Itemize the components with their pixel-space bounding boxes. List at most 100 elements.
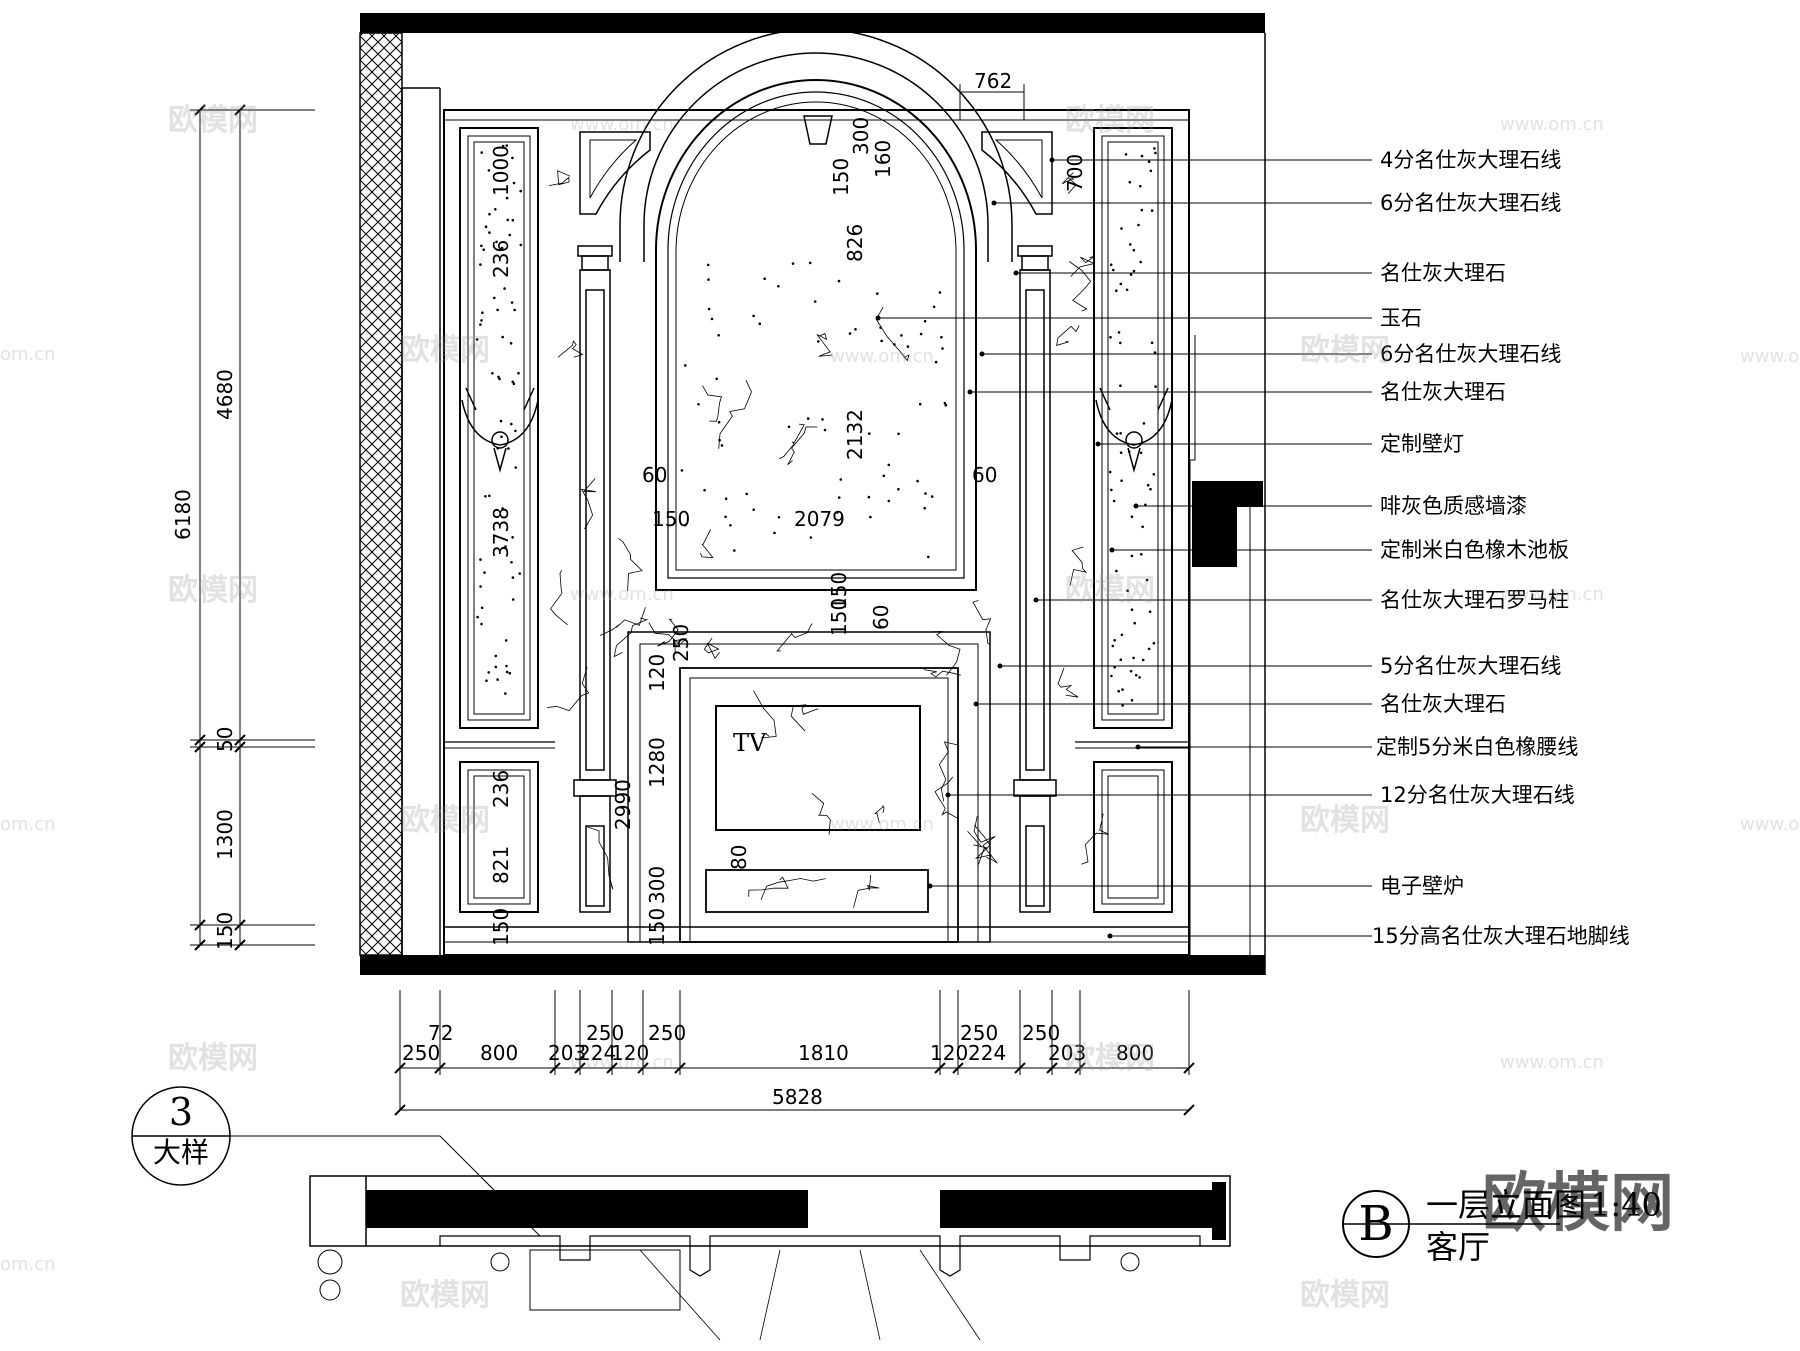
marble-speck: [1140, 208, 1144, 212]
marble-speck: [1115, 569, 1118, 573]
marble-speck: [488, 231, 491, 234]
marble-vein: [1081, 813, 1109, 865]
marble-speck: [707, 307, 711, 311]
marble-speck: [707, 278, 710, 281]
marble-speck: [1128, 180, 1132, 184]
marble-speck: [1112, 499, 1116, 503]
marble-speck: [511, 598, 515, 601]
marble-speck: [876, 292, 879, 295]
dim-160: 160: [871, 140, 895, 178]
marble-speck: [869, 515, 872, 519]
marble-speck: [919, 332, 923, 336]
marble-speck: [506, 218, 510, 222]
marble-speck: [1125, 288, 1129, 292]
marble-speck: [924, 492, 927, 495]
url-watermark: www.om.cn: [570, 584, 674, 605]
marble-speck: [887, 499, 891, 503]
marble-vein: [929, 631, 961, 676]
marble-speck: [503, 287, 506, 290]
marble-speck: [479, 585, 482, 588]
marble-speck: [1115, 432, 1119, 435]
marble-speck: [934, 360, 938, 364]
marble-speck: [499, 419, 503, 423]
side-wall-section: [1192, 481, 1237, 567]
material-callout: 15分高名仕灰大理石地脚线: [1372, 924, 1630, 948]
dim-tick: [549, 1062, 561, 1074]
marble-speck: [501, 507, 504, 510]
site-watermark: 欧模网: [1300, 333, 1390, 368]
site-watermark: 欧模网: [1065, 1041, 1155, 1076]
marble-speck: [511, 380, 514, 384]
url-watermark: www.om.cn: [1740, 814, 1800, 835]
marble-speck: [487, 169, 491, 172]
marble-speck: [720, 444, 724, 447]
url-watermark: om.cn: [0, 344, 56, 365]
marble-speck: [773, 531, 776, 535]
marble-speck: [836, 511, 839, 514]
marble-vein: [816, 333, 833, 357]
marble-speck: [1139, 184, 1142, 188]
marble-vein: [760, 878, 826, 900]
marble-speck: [498, 377, 501, 381]
marble-speck: [496, 446, 500, 450]
dim-236: 236: [489, 240, 513, 278]
marble-speck: [518, 572, 521, 575]
dim-tick: [394, 1062, 406, 1074]
marble-speck: [1144, 503, 1147, 507]
dim-tick: [234, 939, 246, 951]
dim-60: 60: [642, 463, 667, 487]
dim-tick: [234, 734, 246, 746]
marble-speck: [1139, 451, 1143, 455]
callout-dot: [991, 200, 997, 206]
right-roman-column: [1013, 245, 1057, 913]
dim-2990: 2990: [611, 779, 635, 830]
marble-speck: [480, 606, 484, 610]
marble-veining: [475, 144, 1157, 908]
marble-speck: [717, 334, 720, 337]
floor-slab: [360, 955, 1265, 975]
marble-speck: [476, 615, 479, 619]
marble-speck: [480, 151, 484, 154]
marble-speck: [837, 279, 841, 283]
marble-speck: [1119, 451, 1123, 455]
marble-speck: [505, 670, 509, 674]
marble-vein: [600, 607, 646, 636]
dim-tick: [1074, 1062, 1086, 1074]
marble-speck: [927, 555, 930, 559]
material-callout: 定制米白色橡木池板: [1380, 538, 1569, 562]
marble-speck: [1140, 154, 1144, 158]
marble-speck: [1117, 331, 1121, 334]
marble-vein: [923, 669, 961, 678]
marble-vein: [613, 617, 649, 658]
dim-tick: [194, 939, 206, 951]
marble-speck: [943, 401, 947, 405]
marble-vein: [1069, 546, 1088, 586]
marble-speck: [1139, 260, 1142, 264]
marble-vein: [934, 776, 959, 820]
marble-speck: [511, 536, 514, 539]
marble-speck: [479, 263, 482, 266]
marble-speck: [1112, 268, 1115, 272]
marble-speck: [500, 246, 504, 250]
marble-speck: [1149, 487, 1152, 491]
material-callout: 6分名仕灰大理石线: [1380, 342, 1561, 366]
tv-label: TV: [733, 729, 767, 757]
electric-fireplace: [705, 869, 929, 913]
dim-1300: 1300: [213, 809, 237, 860]
site-watermark: 欧模网: [400, 333, 490, 368]
dim-bottom-row2: 800: [1116, 1041, 1154, 1065]
marble-speck: [724, 515, 727, 519]
dim-tick: [934, 1062, 946, 1074]
marble-speck: [1147, 160, 1151, 163]
dim-60: 60: [869, 605, 893, 630]
marble-speck: [906, 345, 910, 348]
marble-speck: [1109, 336, 1112, 339]
marble-speck: [1142, 422, 1146, 425]
marble-speck: [480, 622, 483, 626]
marble-speck: [1132, 269, 1136, 273]
callout-dot: [1109, 547, 1115, 553]
marble-speck: [507, 447, 510, 450]
marble-speck: [1152, 641, 1156, 645]
detail-label: 大样: [153, 1136, 209, 1169]
